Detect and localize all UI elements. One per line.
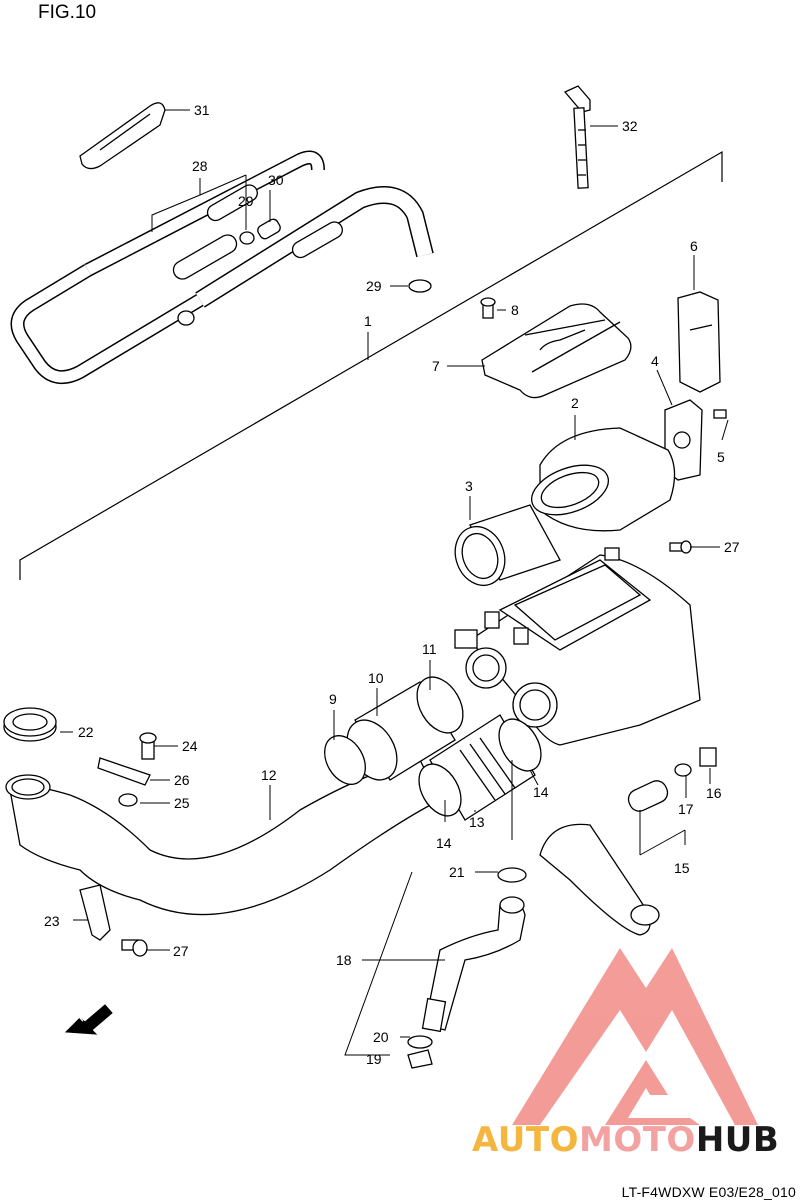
fwd-arrow-icon: FWD <box>64 1004 113 1035</box>
callout-labels: 31 32 28 30 29 29 1 8 7 6 4 5 2 3 27 11 … <box>44 102 740 1067</box>
callout-3: 3 <box>465 478 473 494</box>
clamp-plate <box>664 291 727 481</box>
callout-25: 25 <box>174 795 190 811</box>
callout-27-lower: 27 <box>173 943 189 959</box>
leader-lines <box>60 109 729 1056</box>
air-cleaner-lid <box>480 297 632 399</box>
callout-16: 16 <box>706 785 722 801</box>
callout-29-upper: 29 <box>238 193 254 209</box>
callout-30: 30 <box>268 172 284 188</box>
callout-10: 10 <box>368 670 384 686</box>
callout-7: 7 <box>432 358 440 374</box>
callout-6: 6 <box>690 238 698 254</box>
callout-22: 22 <box>78 724 94 740</box>
callout-5: 5 <box>717 449 725 465</box>
callout-1: 1 <box>364 313 372 329</box>
callout-9: 9 <box>329 691 337 707</box>
callout-28: 28 <box>192 158 208 174</box>
callout-26: 26 <box>174 772 190 788</box>
air-cleaner-box <box>454 540 701 746</box>
callout-14-left: 14 <box>436 835 452 851</box>
watermark-logo <box>512 948 758 1125</box>
watermark-text: AUTOMOTOHUB <box>472 1120 779 1160</box>
callout-31: 31 <box>194 102 210 118</box>
callout-24: 24 <box>182 738 198 754</box>
watermark-moto: MOTO <box>578 1120 696 1160</box>
cable-tie-part <box>563 85 591 189</box>
assembly-bracket <box>19 150 723 580</box>
air-filter-element <box>454 427 676 587</box>
callout-19: 19 <box>366 1051 382 1067</box>
callout-23: 23 <box>44 913 60 929</box>
drain-hose-assembly <box>407 747 717 1069</box>
figure-title: FIG.10 <box>38 2 97 23</box>
callout-18: 18 <box>336 952 352 968</box>
callout-21: 21 <box>449 864 465 880</box>
callout-27-upper: 27 <box>724 539 740 555</box>
callout-32: 32 <box>622 118 638 134</box>
intake-duct-assembly <box>3 676 542 957</box>
figure-code: LT-F4WDXW E03/E28_010 <box>621 1184 796 1200</box>
callout-12: 12 <box>261 767 277 783</box>
callout-14-right: 14 <box>533 784 549 800</box>
callout-17: 17 <box>678 801 694 817</box>
callout-15: 15 <box>674 860 690 876</box>
watermark-hub: HUB <box>695 1120 780 1160</box>
callout-11: 11 <box>422 641 437 657</box>
callout-29-lower: 29 <box>366 278 382 294</box>
callout-2: 2 <box>571 395 579 411</box>
callout-4: 4 <box>651 353 659 369</box>
callout-20: 20 <box>373 1029 389 1045</box>
callout-13: 13 <box>469 814 485 830</box>
callout-8: 8 <box>511 302 519 318</box>
breather-hose-assembly <box>10 102 434 385</box>
watermark-auto: AUTO <box>472 1120 579 1160</box>
